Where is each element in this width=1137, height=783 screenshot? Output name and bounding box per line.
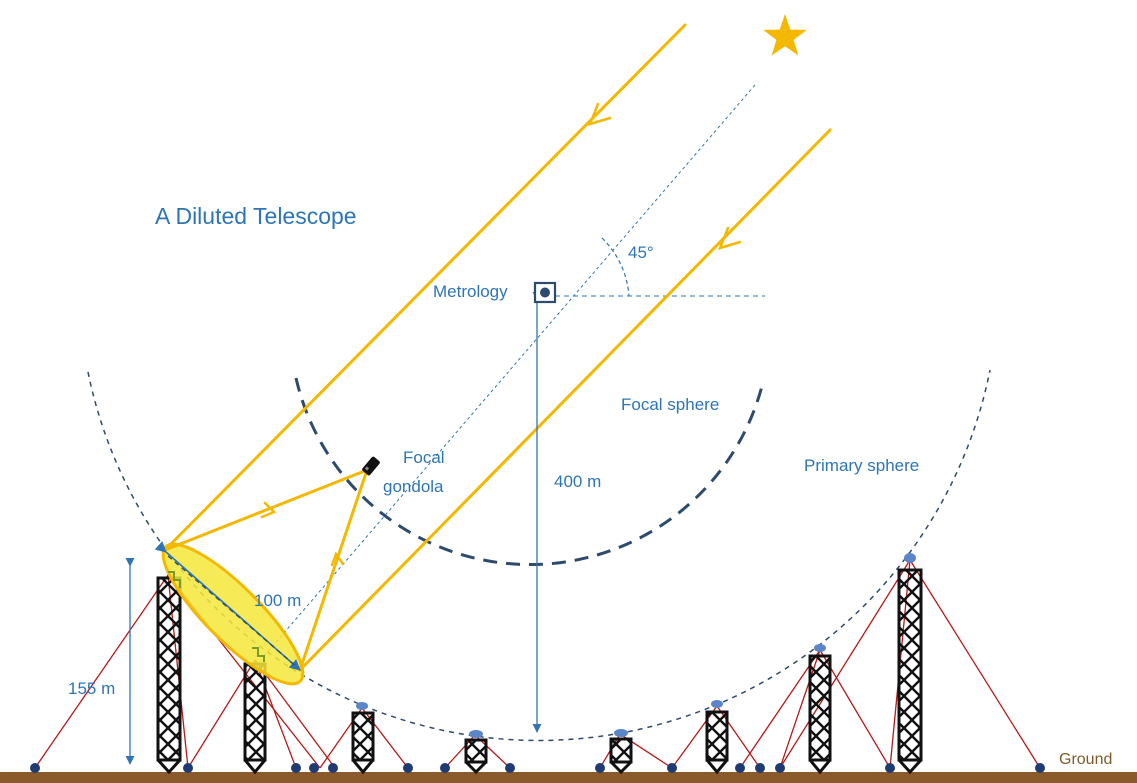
focal-gondola-label-line1: Focal — [403, 448, 445, 467]
tower-4 — [464, 738, 488, 775]
metrology-icon — [533, 281, 557, 304]
focal-sphere-label: Focal sphere — [621, 395, 719, 414]
primary-sphere-label: Primary sphere — [804, 456, 919, 475]
tower-5 — [609, 737, 633, 775]
height-155m-label: 155 m — [68, 679, 115, 698]
tower-7 — [808, 654, 832, 775]
optical-axis-line — [264, 84, 756, 656]
star-icon — [763, 14, 807, 56]
tower-2 — [243, 662, 267, 775]
mirror-diagonal — [167, 555, 299, 669]
light-rays — [163, 23, 832, 672]
distance-400m-label: 400 m — [554, 472, 601, 491]
ground-label: Ground — [1059, 751, 1112, 768]
ground-strip — [0, 772, 1137, 783]
metrology-label: Metrology — [433, 282, 508, 301]
angle-arc — [601, 237, 630, 297]
ground-anchors — [30, 763, 1045, 773]
tower-1 — [156, 576, 182, 775]
primary-sphere-arc — [87, 369, 991, 742]
distance-100m-label: 100 m — [254, 591, 301, 610]
diagram-title: A Diluted Telescope — [155, 203, 357, 229]
tower-3 — [351, 711, 375, 775]
gondola-icon — [362, 456, 380, 476]
ray-arrowheads — [260, 102, 742, 567]
focal-gondola-label-line2: gondola — [383, 477, 444, 496]
angle-label: 45° — [628, 243, 654, 262]
tower-6 — [705, 710, 729, 775]
tower-8 — [897, 568, 923, 775]
focal-sphere-arc — [294, 377, 765, 567]
mirror-mounts — [356, 553, 916, 738]
